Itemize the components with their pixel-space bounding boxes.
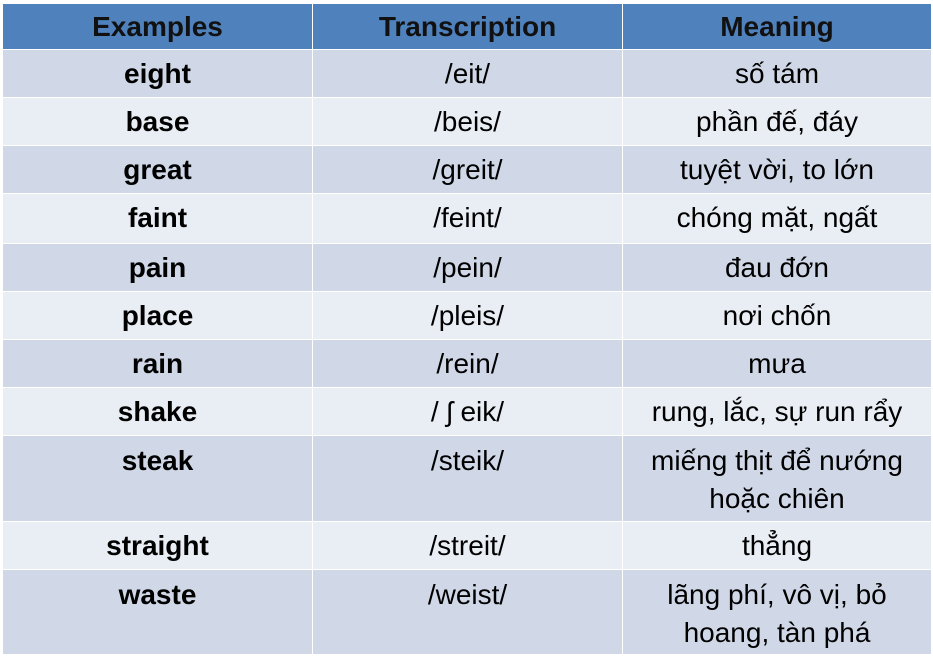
transcription-cell: /weist/	[312, 569, 623, 655]
table-row: straight /streit/ thẳng	[2, 521, 932, 570]
table-row: rain /rein/ mưa	[2, 339, 932, 388]
table-row: eight /eit/ số tám	[2, 49, 932, 98]
example-cell: steak	[2, 435, 313, 522]
meaning-cell: thẳng	[622, 521, 932, 570]
example-cell: waste	[2, 569, 313, 655]
meaning-cell: số tám	[622, 49, 932, 98]
example-cell: rain	[2, 339, 313, 388]
example-cell: base	[2, 97, 313, 146]
header-transcription: Transcription	[312, 3, 623, 50]
transcription-cell: /eit/	[312, 49, 623, 98]
vocabulary-table: Examples Transcription Meaning eight /ei…	[2, 3, 932, 655]
header-row: Examples Transcription Meaning	[2, 3, 932, 50]
table-row: place /pleis/ nơi chốn	[2, 291, 932, 340]
transcription-cell: /rein/	[312, 339, 623, 388]
example-cell: great	[2, 145, 313, 194]
table-row: base /beis/ phần đế, đáy	[2, 97, 932, 146]
transcription-cell: /pleis/	[312, 291, 623, 340]
example-cell: eight	[2, 49, 313, 98]
meaning-cell: miếng thịt để nướng hoặc chiên	[622, 435, 932, 522]
meaning-cell: nơi chốn	[622, 291, 932, 340]
transcription-cell: /beis/	[312, 97, 623, 146]
meaning-cell: đau đớn	[622, 243, 932, 292]
transcription-cell: / ʃ eik/	[312, 387, 623, 436]
transcription-cell: /pein/	[312, 243, 623, 292]
table-row: pain /pein/ đau đớn	[2, 243, 932, 292]
header-meaning: Meaning	[622, 3, 932, 50]
example-cell: place	[2, 291, 313, 340]
example-cell: faint	[2, 193, 313, 244]
example-cell: pain	[2, 243, 313, 292]
transcription-cell: /streit/	[312, 521, 623, 570]
transcription-cell: /feint/	[312, 193, 623, 244]
table-row: waste /weist/ lãng phí, vô vị, bỏ hoang,…	[2, 569, 932, 655]
meaning-cell: chóng mặt, ngất	[622, 193, 932, 244]
header-examples: Examples	[2, 3, 313, 50]
table-row: faint /feint/ chóng mặt, ngất	[2, 193, 932, 244]
table-row: shake / ʃ eik/ rung, lắc, sự run rẩy	[2, 387, 932, 436]
meaning-cell: tuyệt vời, to lớn	[622, 145, 932, 194]
transcription-cell: /steik/	[312, 435, 623, 522]
table-row: great /greit/ tuyệt vời, to lớn	[2, 145, 932, 194]
meaning-cell: phần đế, đáy	[622, 97, 932, 146]
meaning-cell: mưa	[622, 339, 932, 388]
table-row: steak /steik/ miếng thịt để nướng hoặc c…	[2, 435, 932, 522]
transcription-cell: /greit/	[312, 145, 623, 194]
example-cell: shake	[2, 387, 313, 436]
meaning-cell: rung, lắc, sự run rẩy	[622, 387, 932, 436]
example-cell: straight	[2, 521, 313, 570]
vocabulary-table-container: Examples Transcription Meaning eight /ei…	[2, 3, 932, 658]
meaning-cell: lãng phí, vô vị, bỏ hoang, tàn phá	[622, 569, 932, 655]
